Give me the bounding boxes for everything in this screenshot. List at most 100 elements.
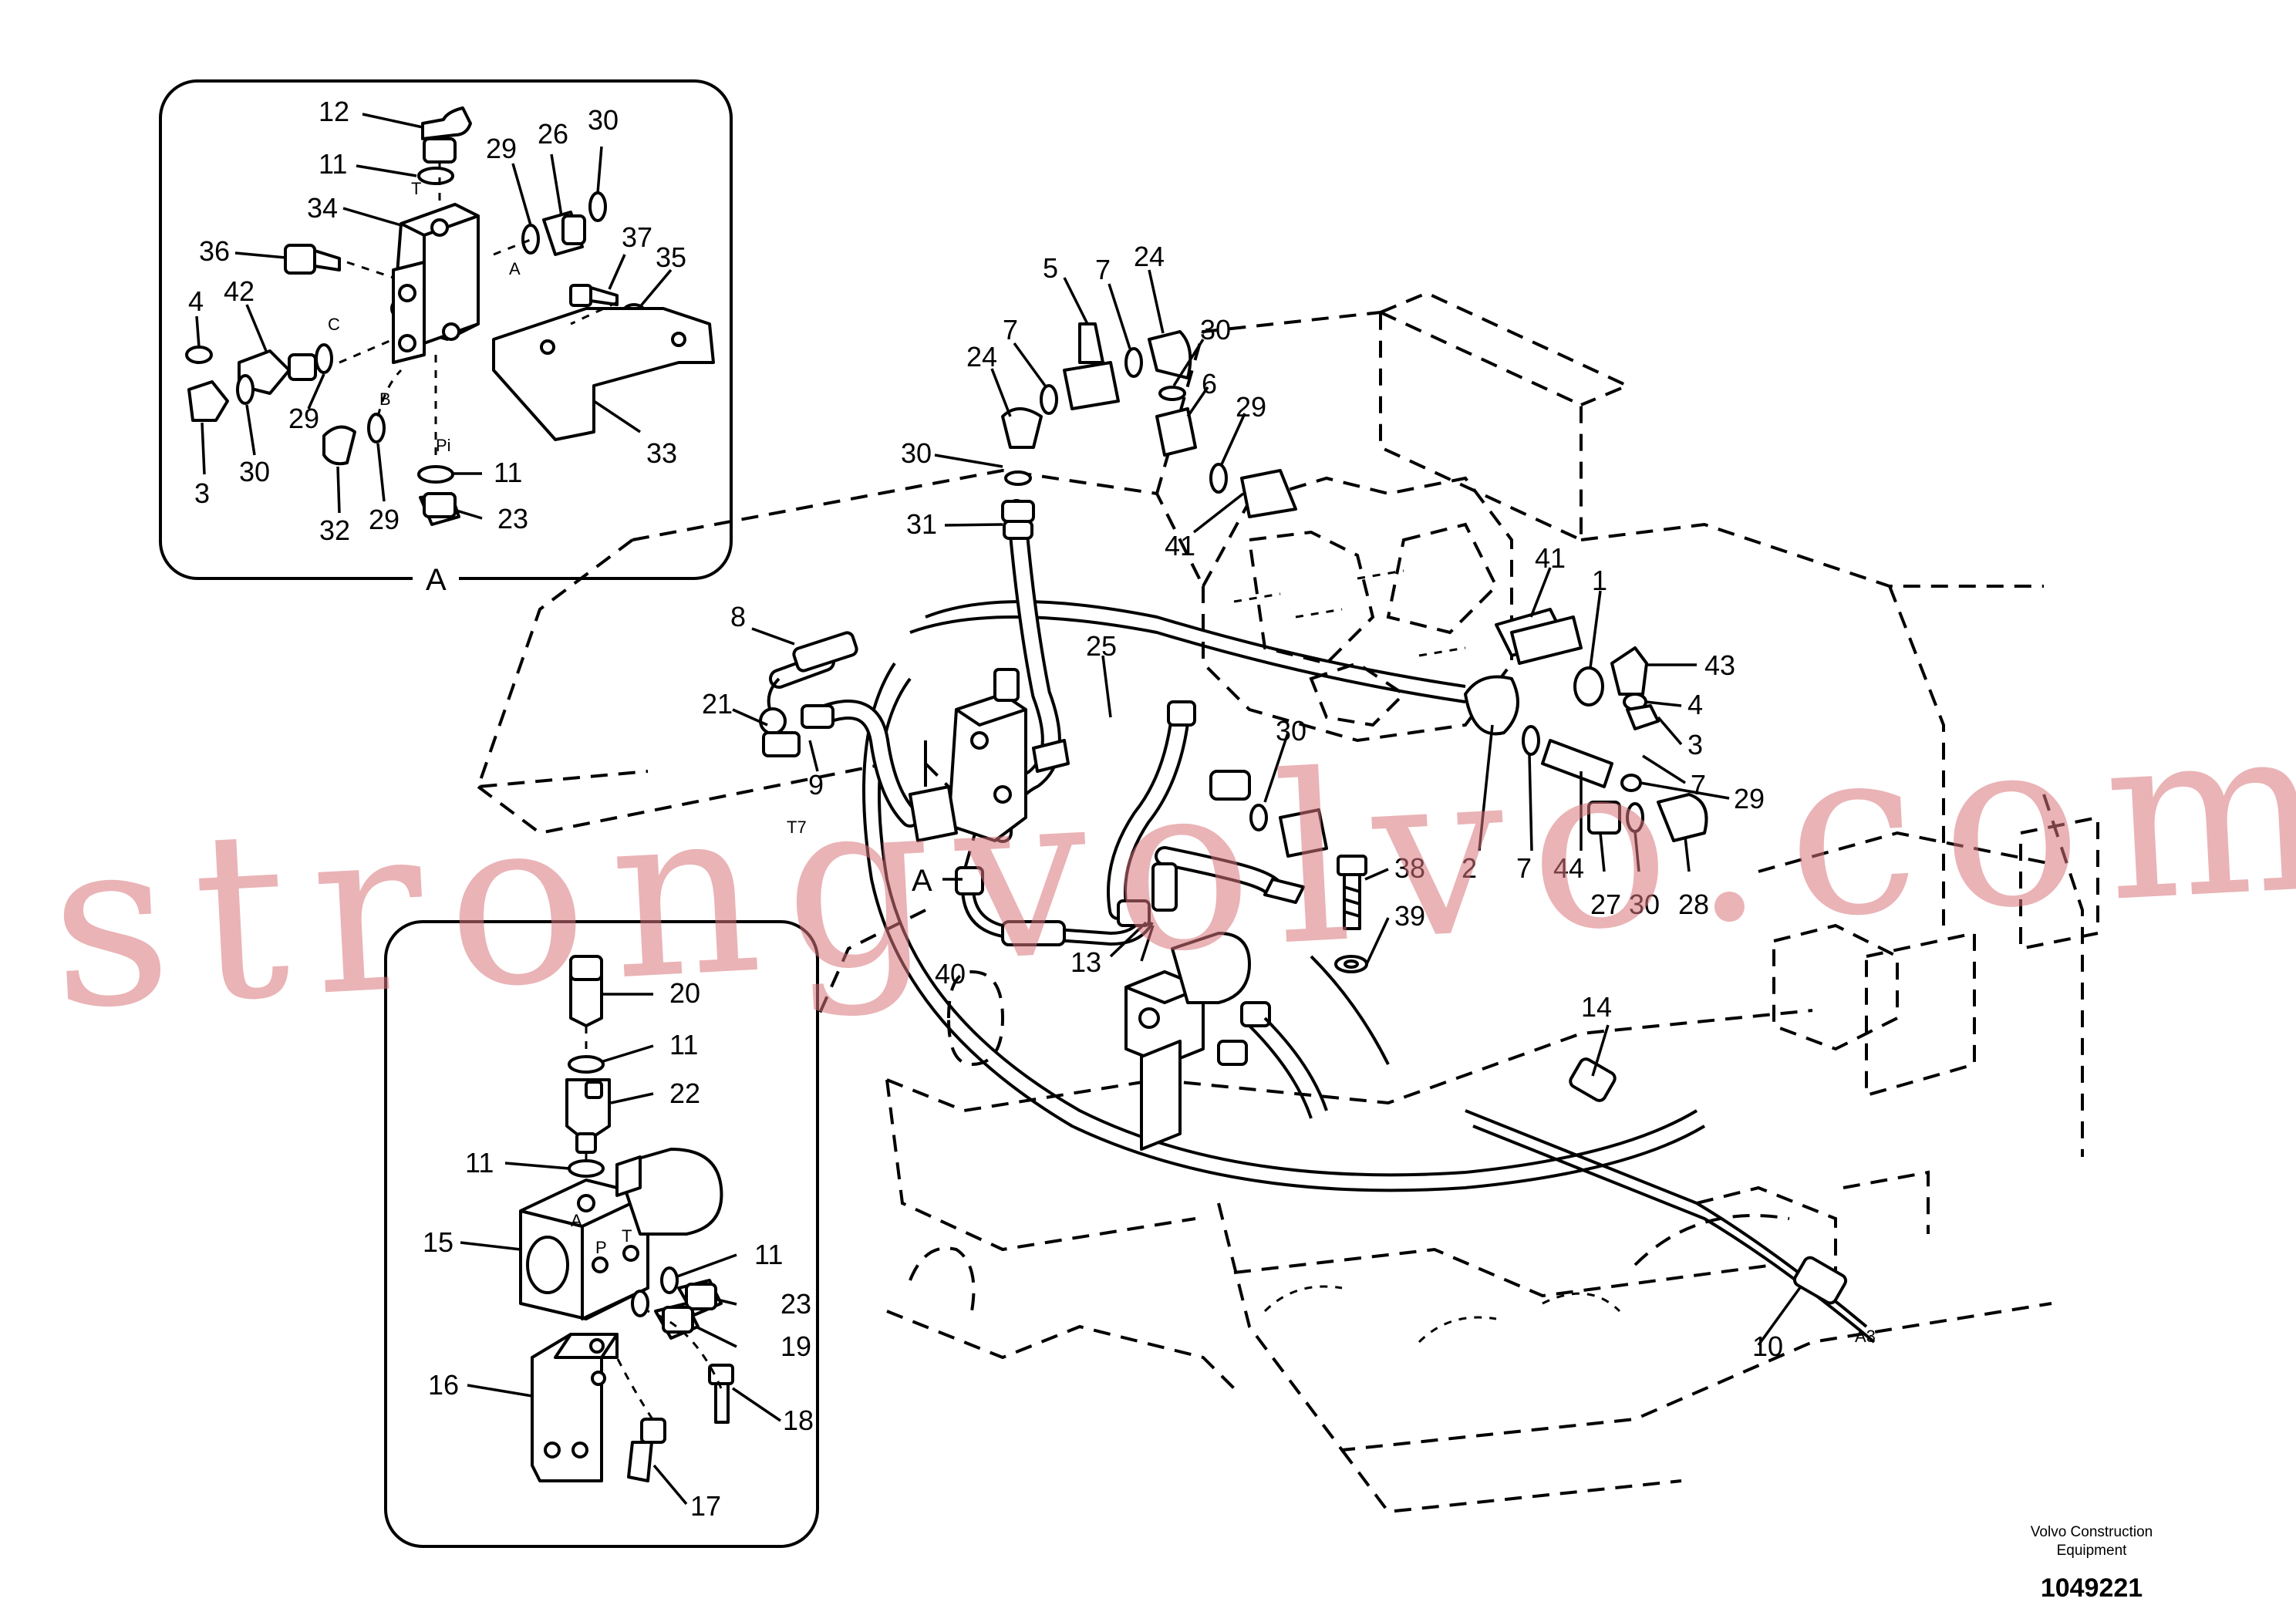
port-label-a: A — [509, 259, 521, 278]
oring-11-b1 — [568, 1055, 605, 1074]
callout-32: 32 — [319, 514, 350, 546]
callout-11-b1: 11 — [669, 1029, 698, 1061]
callout-7-a: 7 — [1095, 254, 1111, 285]
oring-11-top — [417, 167, 454, 185]
callout-3-right: 3 — [1687, 729, 1703, 760]
oring-19 — [631, 1290, 649, 1317]
hose-14 — [1569, 1057, 1617, 1102]
callout-14: 14 — [1581, 991, 1612, 1023]
callout-15: 15 — [423, 1226, 453, 1258]
callout-24-b: 24 — [966, 341, 997, 373]
valve-block-main — [909, 668, 1070, 842]
plug-3-a — [187, 380, 229, 422]
bolt-36 — [284, 244, 341, 275]
callout-29: 29 — [486, 133, 517, 164]
port-label-t7: T7 — [787, 818, 807, 837]
callout-19: 19 — [781, 1330, 811, 1362]
callout-30-top: 30 — [1200, 314, 1231, 346]
callout-31: 31 — [906, 508, 937, 540]
port-label-c: C — [328, 315, 340, 334]
fitting-30-center — [1209, 770, 1268, 831]
bolt-38 — [1337, 855, 1367, 930]
hose-10 — [1792, 1256, 1848, 1305]
machine-frame — [476, 291, 2099, 1514]
hose-9 — [762, 700, 920, 828]
bolt-17 — [627, 1418, 666, 1482]
oring-11-b3 — [660, 1266, 679, 1294]
view-marker-a: A — [912, 864, 932, 898]
callout-23-b: 23 — [781, 1288, 811, 1320]
oring-7-right — [1124, 347, 1143, 378]
callout-36: 36 — [199, 235, 230, 267]
port-label-b-a: A — [571, 1211, 582, 1230]
callout-20: 20 — [669, 977, 700, 1009]
company-name-line2: Equipment — [2057, 1543, 2128, 1559]
callout-3: 3 — [194, 477, 210, 509]
oring-4-a — [185, 346, 213, 364]
oring-11-b2 — [568, 1159, 605, 1178]
callout-25: 25 — [1086, 630, 1117, 662]
plug-3-right — [1626, 704, 1660, 730]
callout-38: 38 — [1394, 852, 1425, 884]
adapter-22 — [565, 1078, 611, 1154]
elbow-24-left — [1001, 407, 1043, 449]
fitting-23-a — [419, 492, 460, 526]
callout-11-pi: 11 — [494, 457, 522, 488]
callout-1: 1 — [1592, 565, 1607, 596]
callout-4: 4 — [188, 285, 204, 317]
port-label-t: T — [411, 179, 421, 198]
oring-29-a — [521, 224, 540, 255]
callout-29-b: 29 — [369, 504, 400, 535]
fitting-41-right — [1495, 608, 1583, 665]
callout-11-b3: 11 — [754, 1239, 783, 1270]
leader-lines — [195, 113, 1802, 1506]
callout-11-b2: 11 — [465, 1147, 494, 1179]
oring-30-c — [236, 374, 255, 405]
oring-30-a — [588, 191, 607, 222]
port-label-b-t: T — [622, 1226, 632, 1246]
document-number: 1049221 — [2041, 1573, 2143, 1603]
callout-2: 2 — [1462, 852, 1477, 884]
view-label-a: A — [426, 563, 447, 597]
pipe-44 — [1541, 739, 1613, 788]
hose-fitting-27 — [1587, 801, 1621, 835]
detail-b-assembly-lines — [585, 1026, 723, 1420]
callout-17: 17 — [690, 1490, 721, 1522]
oring-29-c — [315, 343, 333, 374]
callout-24-a: 24 — [1134, 241, 1165, 272]
callout-35: 35 — [656, 241, 686, 273]
callout-30-center: 30 — [1276, 715, 1306, 747]
callout-9: 9 — [808, 769, 824, 801]
elbow-12 — [421, 106, 472, 164]
solenoid-valve-15 — [519, 1148, 723, 1320]
plug-32 — [322, 425, 356, 466]
callout-13: 13 — [1070, 946, 1101, 978]
callout-23: 23 — [497, 503, 528, 534]
callout-7-lower: 7 — [1516, 852, 1532, 884]
tee-fitting-5 — [1063, 322, 1120, 410]
oring-7-lower — [1522, 725, 1540, 756]
elbow-24-right — [1148, 330, 1192, 379]
callout-22: 22 — [669, 1077, 700, 1109]
fitting-26 — [542, 211, 586, 256]
callout-6: 6 — [1202, 368, 1217, 400]
callout-42: 42 — [224, 275, 255, 307]
solenoid-valve-main — [1124, 932, 1328, 1151]
port-label-a3: A3 — [1855, 1327, 1876, 1346]
fitting-42 — [238, 349, 317, 395]
oring-30-top — [1158, 386, 1186, 401]
elbow-28 — [1657, 793, 1708, 842]
bolt-18 — [708, 1364, 734, 1424]
callout-30-left: 30 — [901, 437, 932, 469]
callout-33: 33 — [646, 437, 677, 469]
hose-13 — [1117, 846, 1283, 927]
oring-30-left — [1004, 470, 1032, 486]
company-name: Volvo Construction — [2031, 1524, 2153, 1540]
port-label-b-p: P — [595, 1238, 607, 1257]
callout-8: 8 — [730, 601, 746, 632]
bolt-37 — [569, 284, 619, 307]
bracket-38 — [1263, 808, 1328, 904]
oring-7-left — [1040, 384, 1058, 415]
callout-44: 44 — [1553, 852, 1584, 884]
